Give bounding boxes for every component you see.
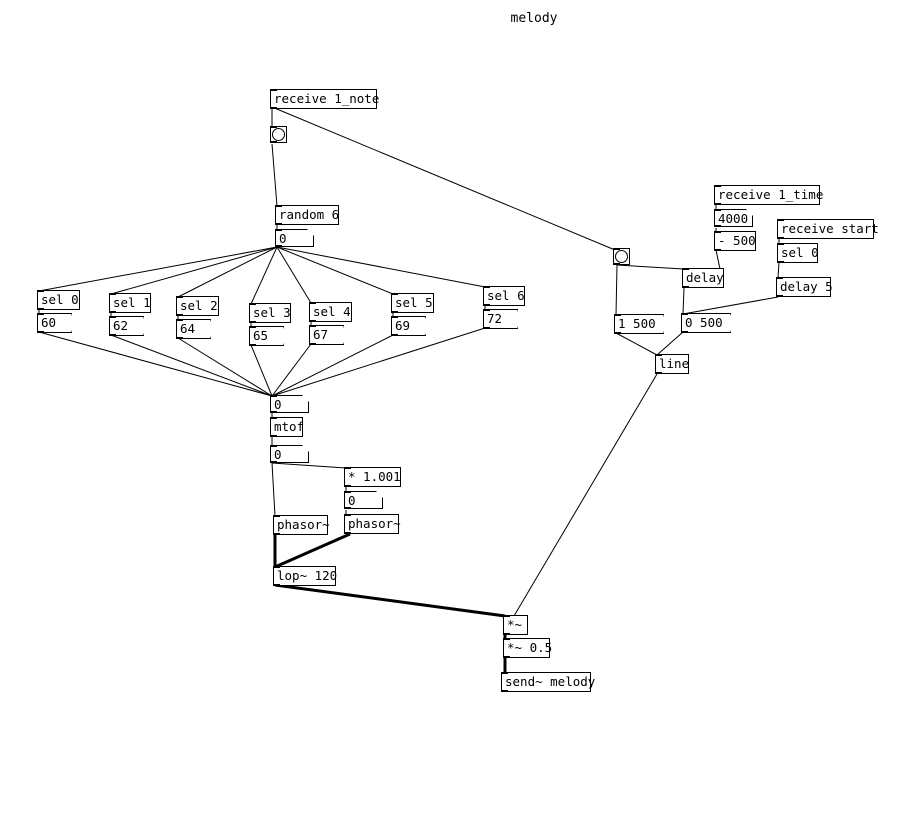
signal-cord <box>274 583 506 618</box>
signal-cord <box>274 532 351 569</box>
envelope-bang[interactable] <box>613 248 630 265</box>
number-box-corner <box>308 396 309 412</box>
detune-number-box[interactable]: 0 <box>344 491 383 509</box>
cord <box>250 246 278 305</box>
sel-5-object[interactable]: sel 5 <box>391 293 434 313</box>
sel-6-object[interactable]: sel 6 <box>483 286 525 306</box>
cord <box>271 143 278 207</box>
cord <box>615 332 658 356</box>
note-number-box[interactable]: 0 <box>270 395 309 413</box>
sel-2-object[interactable]: sel 2 <box>176 296 219 316</box>
sel-1-object[interactable]: sel 1 <box>109 293 151 313</box>
cord <box>250 344 273 397</box>
sel-0-object[interactable]: sel 0 <box>37 290 80 310</box>
cord <box>38 246 278 292</box>
phasor-detuned-object[interactable]: phasor~ <box>344 514 401 534</box>
receive-time-object[interactable]: receive 1_time <box>714 185 823 205</box>
number-box-corner <box>382 492 383 508</box>
delay-5-object[interactable]: delay 5 <box>776 277 833 297</box>
cord <box>276 246 394 295</box>
cord <box>271 106 616 251</box>
note-message-65[interactable]: 65 <box>249 326 284 346</box>
cord <box>777 261 780 279</box>
note-message-62[interactable]: 62 <box>109 316 144 336</box>
subtract-object[interactable]: - 500 <box>714 231 756 251</box>
bang-circle-icon <box>615 250 628 263</box>
cord <box>682 287 685 315</box>
cord <box>271 334 394 397</box>
number-box-corner <box>308 446 309 462</box>
line-object[interactable]: line <box>655 354 689 374</box>
cord <box>271 343 312 397</box>
sel-4-object[interactable]: sel 4 <box>309 302 352 322</box>
cord <box>276 246 486 288</box>
sel-3-object[interactable]: sel 3 <box>249 303 291 323</box>
cord <box>110 334 273 397</box>
delay-object[interactable]: delay <box>682 268 724 288</box>
random-number-box[interactable]: 0 <box>275 229 314 247</box>
cord <box>682 296 779 315</box>
frequency-number-box[interactable]: 0 <box>270 445 309 463</box>
cord <box>177 246 278 298</box>
gain-multiply-object[interactable]: *~ 0.5 <box>503 638 552 658</box>
cord <box>271 327 486 397</box>
cord <box>715 249 721 270</box>
sel-start-object[interactable]: sel 0 <box>777 243 819 263</box>
receive-start-object[interactable]: receive start <box>777 219 879 239</box>
number-box-corner <box>752 210 753 226</box>
cord <box>656 331 684 356</box>
cord <box>110 246 278 295</box>
attack-message[interactable]: 1 500 <box>614 314 664 334</box>
note-message-72[interactable]: 72 <box>483 309 518 329</box>
note-message-64[interactable]: 64 <box>176 319 211 339</box>
cord <box>616 264 685 270</box>
cord <box>38 331 273 397</box>
note-bang[interactable] <box>270 126 287 143</box>
note-message-69[interactable]: 69 <box>391 316 426 336</box>
mtof-object[interactable]: mtof <box>270 417 304 437</box>
bang-circle-icon <box>272 128 285 141</box>
cord <box>615 264 618 316</box>
release-message[interactable]: 0 500 <box>681 313 731 333</box>
random-object[interactable]: random 6 <box>275 205 339 225</box>
detune-multiply-object[interactable]: * 1.001 <box>344 467 401 487</box>
lowpass-object[interactable]: lop~ 120 <box>273 566 337 586</box>
cord <box>271 462 347 469</box>
note-message-60[interactable]: 60 <box>37 313 72 333</box>
time-number-box[interactable]: 4000 <box>714 209 753 227</box>
send-melody-object[interactable]: send~ melody <box>501 672 595 692</box>
patch-title: melody <box>510 11 558 26</box>
cord <box>271 462 276 517</box>
signal-multiply-object[interactable]: *~ <box>503 615 528 635</box>
phasor-object[interactable]: phasor~ <box>273 515 330 535</box>
cord <box>513 373 658 617</box>
receive-note-object[interactable]: receive 1_note <box>270 89 379 109</box>
cord <box>177 337 273 397</box>
number-box-corner <box>313 230 314 246</box>
note-message-67[interactable]: 67 <box>309 325 344 345</box>
cord <box>276 246 312 304</box>
